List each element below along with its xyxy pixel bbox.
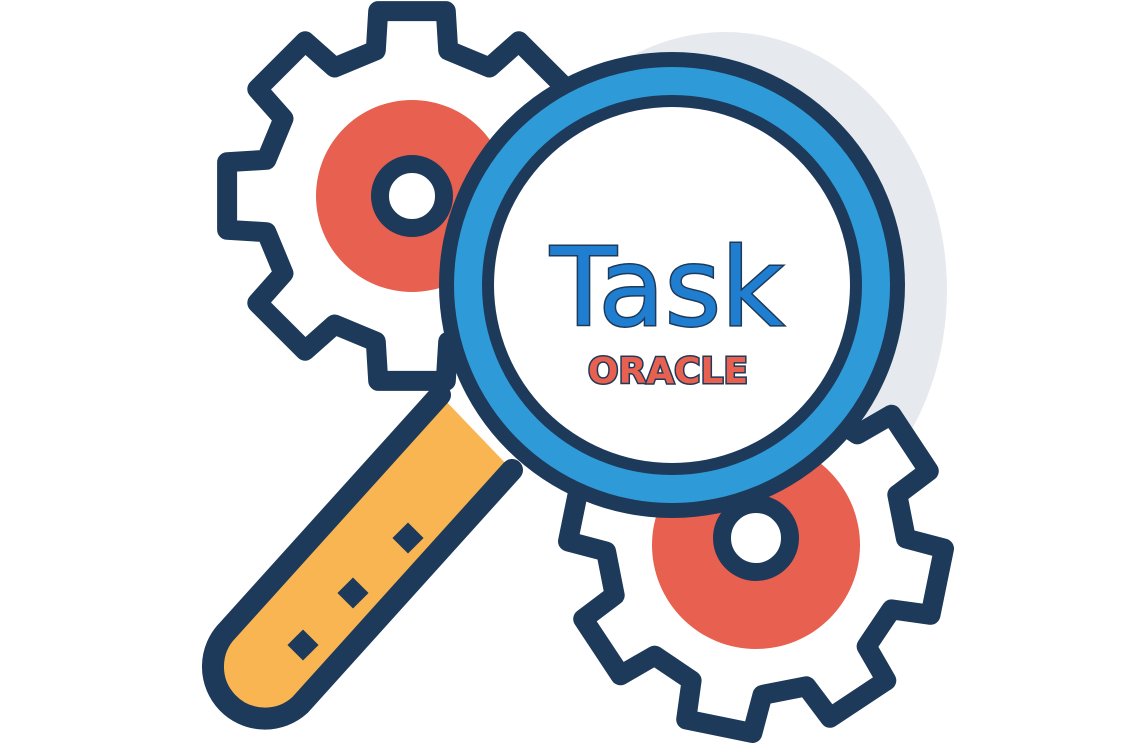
gear-hole (371, 155, 453, 237)
handle-dot (392, 522, 424, 554)
gear-hole (713, 495, 799, 581)
magnifying-glass-icon: Task ORACLE (201, 52, 905, 730)
gear-icon (558, 347, 954, 743)
handle (201, 384, 523, 730)
handle-outline (201, 384, 523, 730)
logo-subtitle: ORACLE (588, 351, 748, 392)
lens-glass (494, 107, 850, 463)
logo-title: Task (549, 226, 784, 351)
handle-dot (337, 577, 369, 609)
handle-dot (287, 629, 319, 661)
